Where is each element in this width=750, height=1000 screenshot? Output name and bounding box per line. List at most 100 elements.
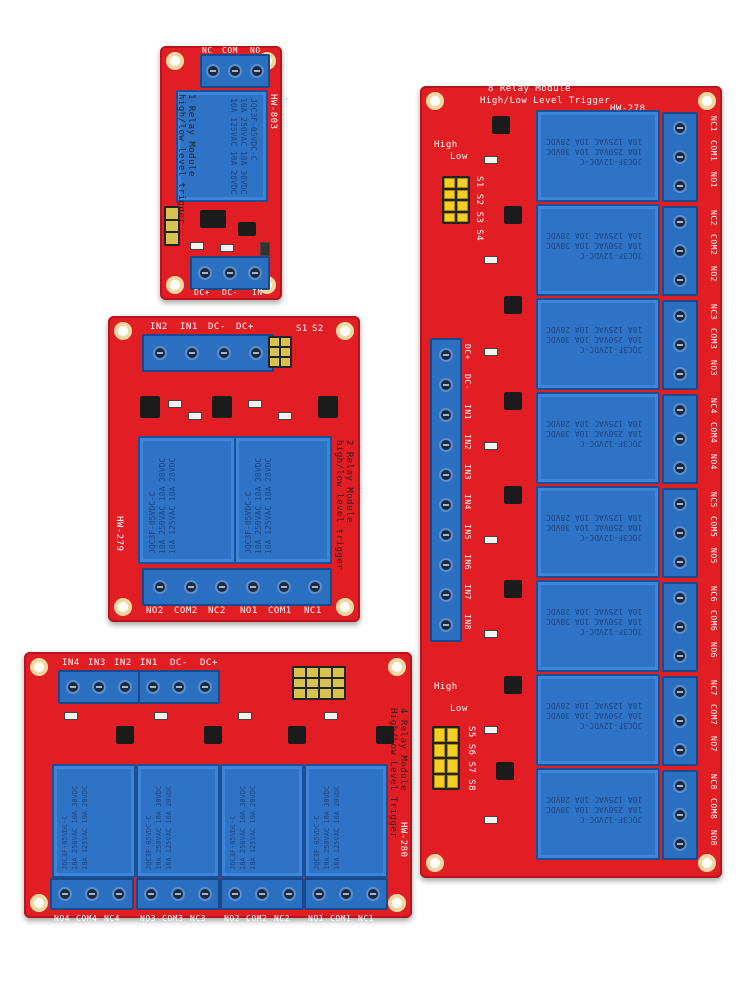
pin-label-no8: NO8 — [709, 830, 718, 846]
pin-label-no1: NO1 — [709, 172, 718, 188]
terminal-block-output — [662, 112, 698, 202]
screw-terminal-icon — [339, 887, 353, 901]
pin-label-dc-minus: DC- — [222, 288, 238, 297]
smd-resistor — [484, 726, 498, 734]
pin-label-nc4: NC4 — [709, 398, 718, 414]
screw-terminal-icon — [183, 580, 198, 594]
pin-label-dc-minus: DC- — [208, 322, 226, 332]
screw-terminal-icon — [673, 808, 687, 822]
relay: JQC3F-12VDC-C 10A 250VAC 10A 30VDC 10A 1… — [536, 204, 660, 296]
pin-label-no3: NO3 — [140, 914, 156, 923]
screw-terminal-icon — [172, 680, 186, 694]
terminal-block-output — [662, 582, 698, 672]
pin-label-in5: IN5 — [463, 524, 472, 540]
board-model: HW-279 — [114, 516, 124, 552]
relay: JQC3F-12VDC-C 10A 250VAC 10A 30VDC 10A 1… — [536, 768, 660, 860]
pin-label-nc1: NC1 — [709, 116, 718, 132]
pin-label-nc8: NC8 — [709, 774, 718, 790]
optocoupler-chip — [504, 296, 522, 314]
pin-label-nc1: NC1 — [358, 914, 374, 923]
terminal-block-output — [304, 878, 388, 910]
jumper-label-top: S1 S2 S3 S4 — [474, 176, 484, 242]
screw-terminal-icon — [673, 648, 687, 663]
pin-label-com5: COM5 — [709, 516, 718, 538]
screw-terminal-icon — [673, 150, 687, 164]
screw-terminal-icon — [439, 468, 453, 482]
board-subtitle: high/low level trigger — [334, 440, 344, 571]
pin-label-no: NO — [250, 46, 261, 55]
optocoupler-chip — [200, 210, 226, 228]
pin-label-dc-minus: DC- — [463, 374, 472, 390]
smd-resistor — [154, 712, 168, 720]
pin-label-dc-plus: DC+ — [236, 322, 254, 332]
pin-label-in4: IN4 — [463, 494, 472, 510]
jumper-header — [292, 666, 346, 700]
board-title: 2 Relay Module — [344, 440, 354, 523]
screw-terminal-icon — [439, 438, 453, 452]
relay-marking: JQC3F-05VDC-C 10A 250VAC 10A 30VDC 10A 1… — [148, 457, 177, 554]
high-label: High — [434, 682, 458, 692]
relay: JQC3F-12VDC-C 10A 250VAC 10A 30VDC 10A 1… — [536, 298, 660, 390]
mount-hole — [388, 658, 406, 676]
screw-terminal-icon — [228, 64, 242, 78]
pin-label-com2: COM2 — [174, 606, 198, 616]
board-title: 4 Relay Module — [398, 708, 408, 791]
screw-terminal-icon — [214, 580, 229, 594]
terminal-block-input — [190, 256, 270, 290]
screw-terminal-icon — [85, 887, 99, 901]
screw-terminal-icon — [92, 680, 106, 694]
pin-label-no1: NO1 — [240, 606, 258, 616]
transistor-chip — [238, 222, 256, 236]
terminal-block-output — [136, 878, 220, 910]
terminal-block-output — [662, 676, 698, 766]
board-subtitle: high/low level trigger — [176, 94, 186, 225]
screw-terminal-icon — [153, 346, 167, 360]
pin-label-dc-plus: DC+ — [463, 344, 472, 360]
board-title: 8 Relay Module — [488, 84, 571, 94]
screw-terminal-icon — [307, 580, 322, 594]
pin-label-nc1: NC1 — [304, 606, 322, 616]
pin-label-in2: IN2 — [150, 322, 168, 332]
screw-terminal-icon — [198, 680, 212, 694]
smd-resistor — [484, 630, 498, 638]
optocoupler-chip — [288, 726, 306, 744]
smd-resistor — [484, 156, 498, 164]
mount-hole — [336, 598, 354, 616]
optocoupler-chip — [116, 726, 134, 744]
optocoupler-chip — [496, 762, 514, 780]
smd-resistor — [168, 400, 182, 408]
relay: JQC3F-05VDC-C 10A 250VAC 10A 30VDC 10A 1… — [176, 90, 268, 202]
mount-hole — [698, 92, 716, 110]
terminal-block-output — [662, 770, 698, 860]
pin-label-nc6: NC6 — [709, 586, 718, 602]
relay-marking: JQC3F-05VDC-C 10A 250VAC 10A 30VDC 10A 1… — [313, 785, 341, 870]
relay: JQC3F-12VDC-C 10A 250VAC 10A 30VDC 10A 1… — [536, 392, 660, 484]
relay: JQC3F-12VDC-C 10A 250VAC 10A 30VDC 10A 1… — [536, 486, 660, 578]
terminal-block-output — [50, 878, 134, 910]
pin-label-no3: NO3 — [709, 360, 718, 376]
relay: JQC3F-12VDC-C 10A 250VAC 10A 30VDC 10A 1… — [536, 110, 660, 202]
board-subtitle: High/Low Level Trigger — [480, 96, 611, 106]
optocoupler-chip — [212, 396, 232, 418]
pin-label-in4: IN4 — [62, 658, 80, 668]
pin-label-nc7: NC7 — [709, 680, 718, 696]
pin-label-dc-plus: DC+ — [194, 288, 210, 297]
mount-hole — [698, 854, 716, 872]
screw-terminal-icon — [673, 742, 687, 757]
smd-resistor — [484, 442, 498, 450]
screw-terminal-icon — [673, 432, 687, 446]
relay: JQC3F-05VDC-C 10A 250VAC 10A 30VDC 10A 1… — [52, 764, 136, 878]
relay: JQC3F-12VDC-C 10A 250VAC 10A 30VDC 10A 1… — [536, 580, 660, 672]
screw-terminal-icon — [185, 346, 199, 360]
optocoupler-chip — [318, 396, 338, 418]
pin-label-nc5: NC5 — [709, 492, 718, 508]
smd-resistor — [188, 412, 202, 420]
mount-hole — [30, 894, 48, 912]
relay-marking: JQC3F-12VDC-C 10A 250VAC 10A 30VDC 10A 1… — [546, 607, 643, 636]
screw-terminal-icon — [673, 591, 687, 606]
pin-label-no4: NO4 — [709, 454, 718, 470]
smd-resistor — [484, 816, 498, 824]
pin-label-com1: COM1 — [709, 140, 718, 162]
screw-terminal-icon — [673, 526, 687, 540]
screw-terminal-icon — [144, 887, 159, 901]
